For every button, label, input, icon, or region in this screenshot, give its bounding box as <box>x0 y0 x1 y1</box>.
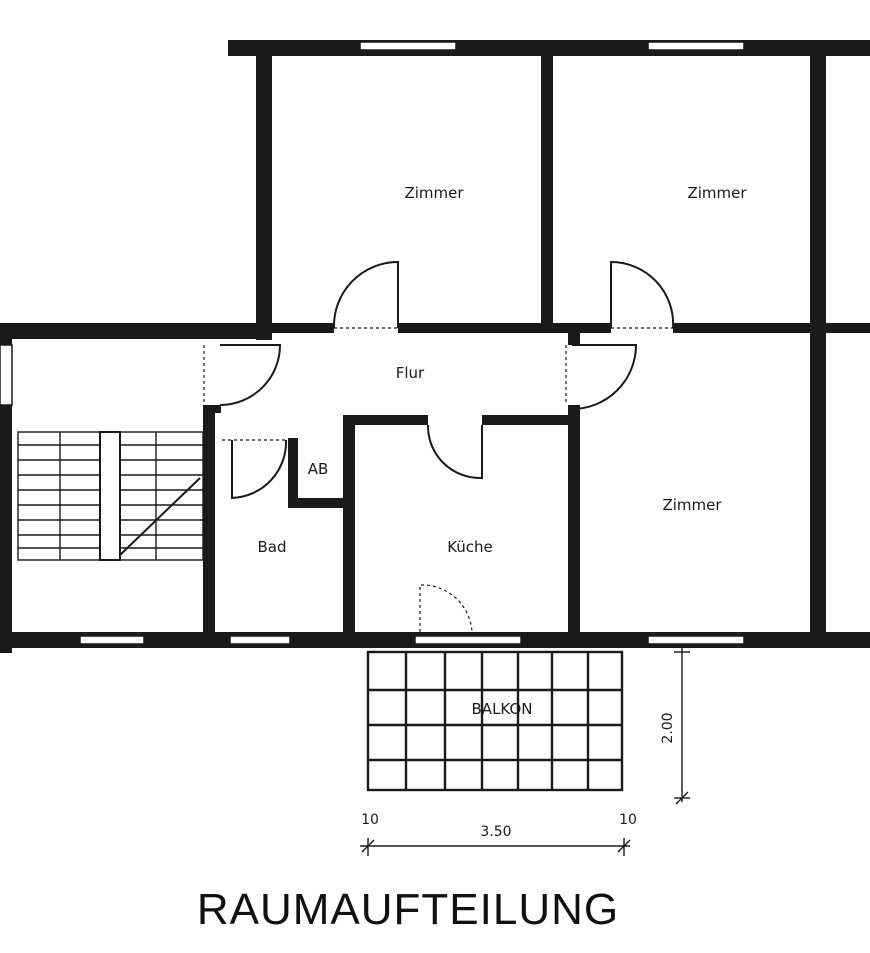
dimension-label-balkon-depth: 2.00 <box>660 712 676 743</box>
room-label-zimmer-top-left: Zimmer <box>404 184 464 202</box>
dimension-label-balkon-width: 3.50 <box>480 824 511 840</box>
interior-walls <box>203 56 870 648</box>
room-label-bad: Bad <box>257 538 286 556</box>
plan-caption: RAUMAUFTEILUNG <box>196 885 620 934</box>
outer-walls <box>0 40 870 653</box>
room-label-zimmer-right: Zimmer <box>662 496 722 514</box>
dimension-label-margin-left: 10 <box>361 812 379 828</box>
room-label-ab: AB <box>308 460 329 478</box>
windows <box>0 41 745 645</box>
room-label-flur: Flur <box>396 364 425 382</box>
doors <box>203 260 675 633</box>
room-label-kueche: Küche <box>447 538 493 556</box>
balcony <box>366 650 624 792</box>
dimension-label-margin-right: 10 <box>619 812 637 828</box>
room-label-balkon: BALKON <box>472 700 533 718</box>
dimension-lines <box>360 648 690 856</box>
room-label-zimmer-top-right: Zimmer <box>687 184 747 202</box>
staircase <box>17 431 204 561</box>
